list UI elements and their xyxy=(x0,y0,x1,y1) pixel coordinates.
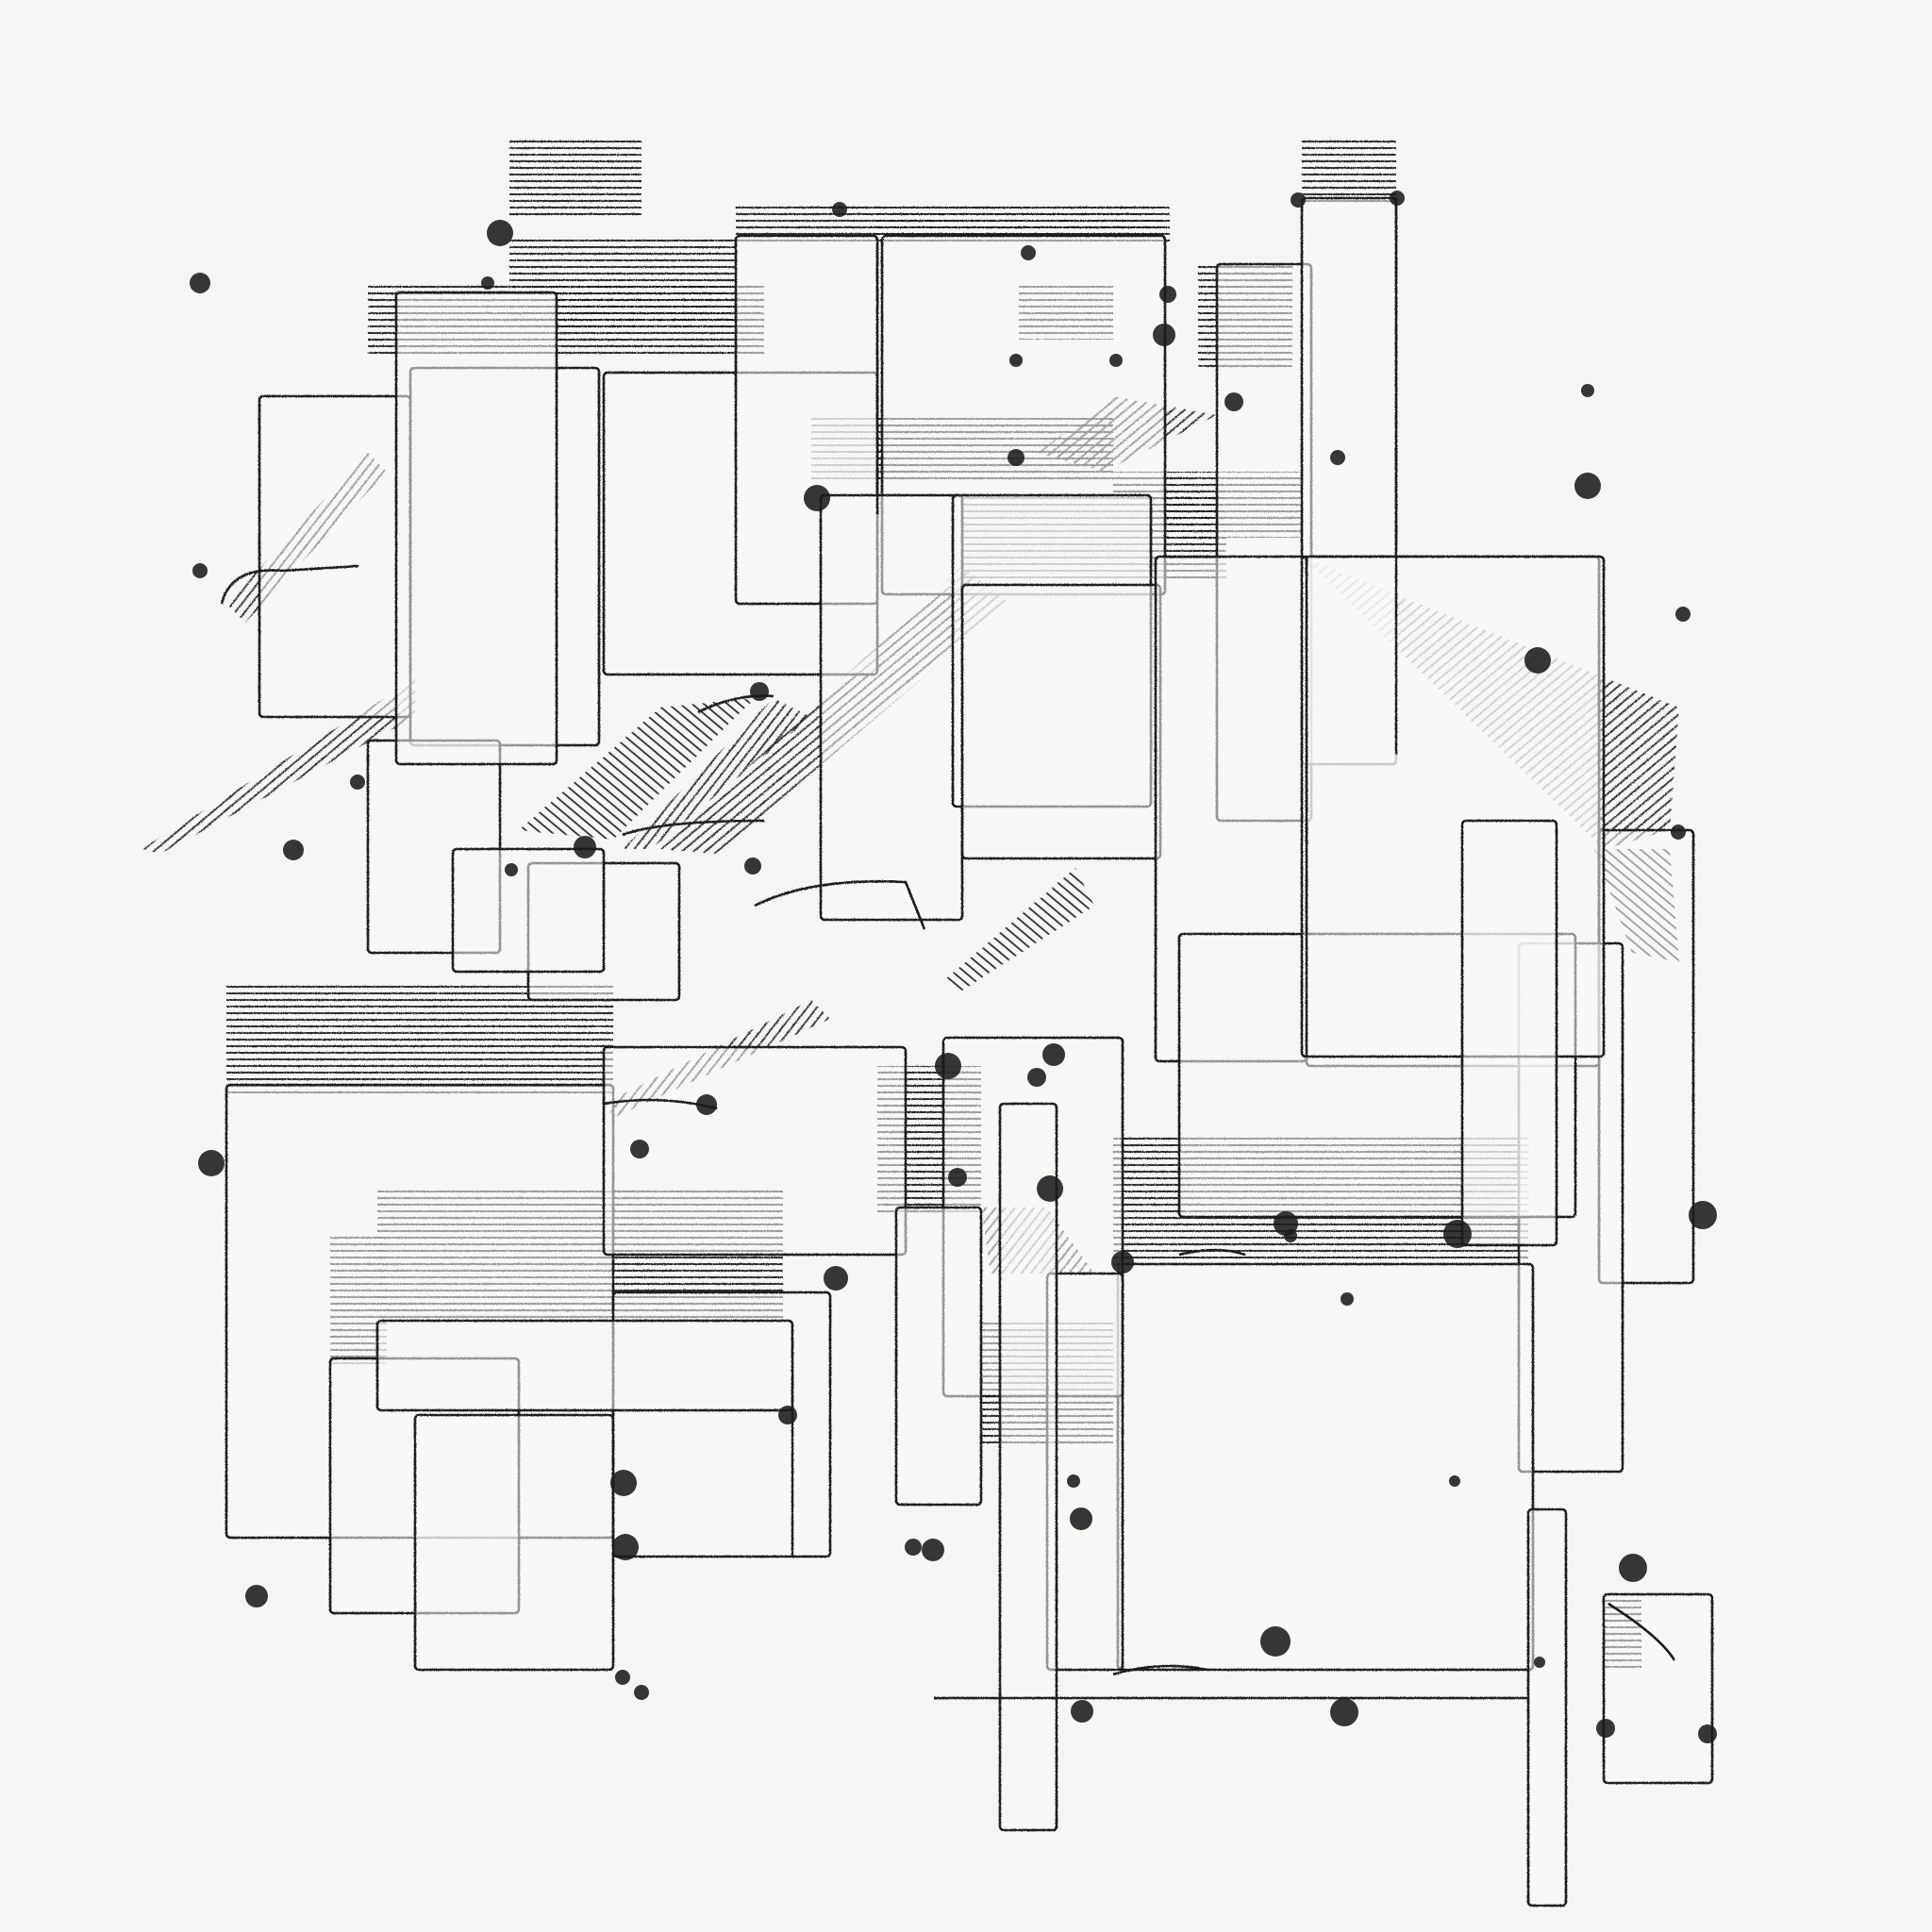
outlined-panel xyxy=(1300,555,1606,1058)
ink-dot xyxy=(487,220,513,246)
outlined-panel xyxy=(960,583,1162,860)
ink-dot xyxy=(505,863,518,876)
ink-dot xyxy=(350,774,365,790)
ink-dot xyxy=(935,1053,961,1079)
hatched-band xyxy=(509,140,641,215)
curved-edge xyxy=(1607,1602,1676,1661)
ink-dot xyxy=(1008,449,1024,466)
ink-dot xyxy=(615,1670,630,1685)
ink-dot xyxy=(190,273,210,293)
outlined-panel xyxy=(451,847,606,974)
ink-dot xyxy=(1534,1657,1545,1668)
ink-dot xyxy=(283,840,304,860)
ink-dot xyxy=(1689,1201,1717,1229)
outlined-panel xyxy=(258,394,412,719)
ink-dot xyxy=(948,1168,967,1187)
ink-dot xyxy=(1067,1474,1080,1488)
curved-edge xyxy=(622,819,765,837)
outlined-panel xyxy=(413,1413,615,1672)
ink-dot xyxy=(778,1406,797,1424)
ink-dot xyxy=(824,1266,848,1291)
ink-dot xyxy=(1619,1554,1647,1582)
curved-edge xyxy=(220,564,359,605)
ink-dot xyxy=(1009,354,1023,367)
ink-dot xyxy=(1330,450,1345,465)
outlined-panel xyxy=(894,1206,983,1507)
ink-dot xyxy=(1071,1700,1093,1723)
curved-edge xyxy=(754,879,926,930)
ink-dot xyxy=(1070,1507,1092,1530)
ink-dot xyxy=(1675,607,1690,622)
ink-dot xyxy=(192,563,208,578)
ink-dot xyxy=(481,276,494,290)
ink-dot xyxy=(1042,1043,1065,1066)
curved-edge xyxy=(1112,1664,1208,1676)
ink-dot xyxy=(1698,1724,1717,1743)
ink-dot xyxy=(1153,324,1175,346)
ink-dot xyxy=(922,1539,944,1561)
ink-dot xyxy=(905,1539,922,1556)
ink-dot xyxy=(1291,192,1306,208)
outlined-panel xyxy=(375,1319,794,1412)
ink-dot xyxy=(1449,1475,1460,1487)
diagonal-hatch-shape xyxy=(623,698,811,849)
outlined-panel xyxy=(819,493,964,922)
ink-dot xyxy=(832,202,847,217)
ink-dot xyxy=(1159,286,1176,303)
ink-dot xyxy=(744,858,761,874)
ink-dot xyxy=(1027,1068,1046,1087)
outlined-panel xyxy=(1116,1262,1535,1672)
outlined-panel xyxy=(998,1102,1058,1832)
diagonal-hatch-shape xyxy=(142,679,415,854)
ink-dot xyxy=(1330,1698,1358,1726)
ink-dot xyxy=(1224,392,1243,411)
shape-layer xyxy=(142,137,1714,1907)
diagonal-hatch-shape xyxy=(943,868,1094,991)
ink-dot xyxy=(696,1094,717,1115)
ink-dot xyxy=(1390,191,1405,206)
ink-dot xyxy=(612,1534,639,1560)
outlined-panel xyxy=(1460,819,1558,1247)
ink-dot xyxy=(1574,473,1601,499)
ink-dot xyxy=(1341,1292,1354,1306)
ink-dot xyxy=(1443,1220,1472,1248)
ink-dot xyxy=(574,836,596,858)
outlined-panel xyxy=(1526,1507,1568,1907)
outlined-panel xyxy=(1602,1592,1714,1785)
outlined-panel xyxy=(602,1045,908,1257)
ink-dot xyxy=(634,1685,649,1700)
ink-dot xyxy=(1596,1719,1615,1738)
ink-dot xyxy=(610,1470,637,1496)
ink-dot xyxy=(1109,354,1123,367)
ink-dot xyxy=(198,1150,225,1176)
hatched-band xyxy=(1302,137,1396,203)
ink-dot xyxy=(1581,384,1594,397)
diagonal-hatch-shape xyxy=(519,698,755,840)
ink-dot xyxy=(804,485,830,511)
ink-dot xyxy=(630,1140,649,1158)
outlined-panel xyxy=(394,291,558,766)
ink-dot xyxy=(1037,1175,1063,1202)
ink-dot xyxy=(1524,647,1551,674)
ink-dot xyxy=(1111,1251,1134,1274)
ink-dot xyxy=(245,1585,268,1607)
ink-dot xyxy=(750,682,769,701)
ink-dot xyxy=(1671,824,1686,840)
ink-dot xyxy=(1260,1626,1291,1657)
hatched-band xyxy=(877,208,1160,236)
ink-dot xyxy=(1021,245,1036,260)
dot-layer xyxy=(190,191,1717,1743)
outlined-panel xyxy=(1045,1272,1124,1672)
ink-dot xyxy=(1284,1229,1297,1242)
curved-edge xyxy=(1178,1248,1246,1257)
